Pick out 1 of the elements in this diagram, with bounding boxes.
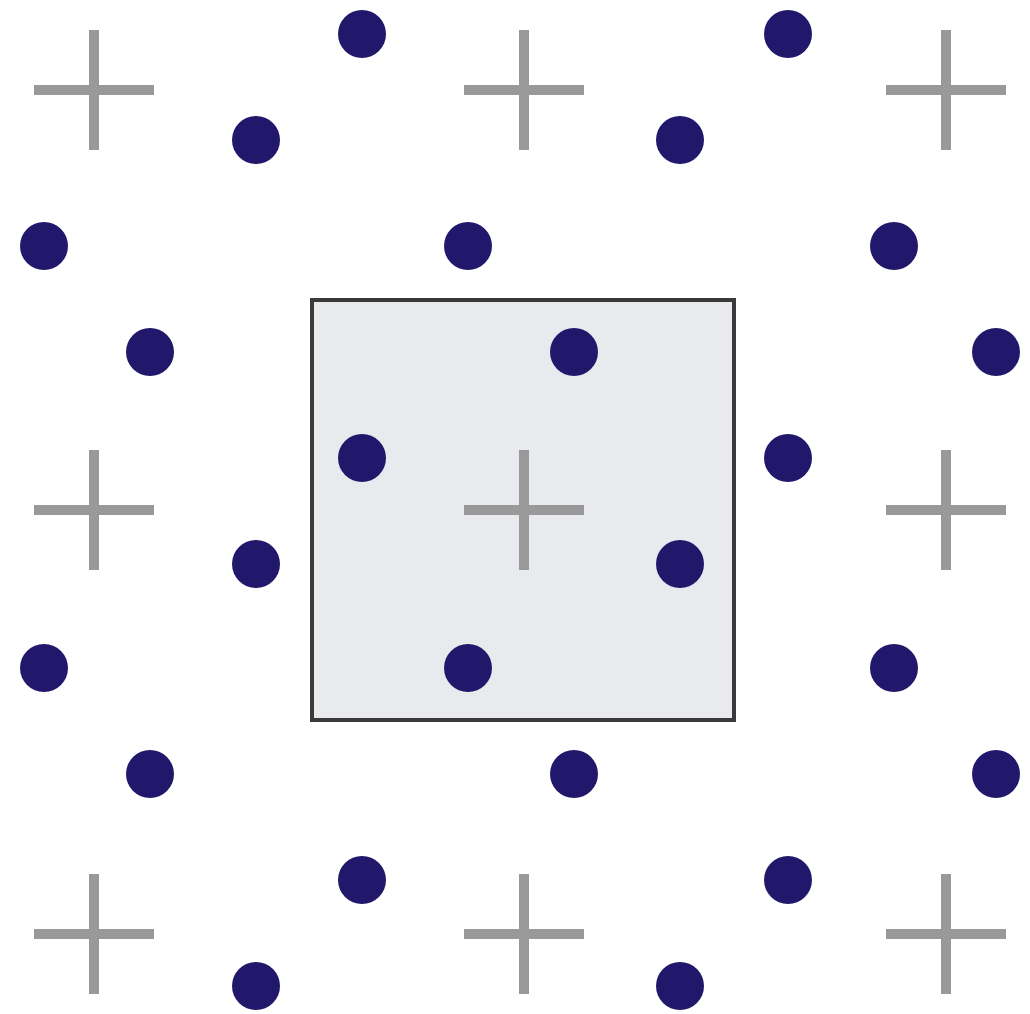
unit-cell-box	[310, 298, 736, 722]
